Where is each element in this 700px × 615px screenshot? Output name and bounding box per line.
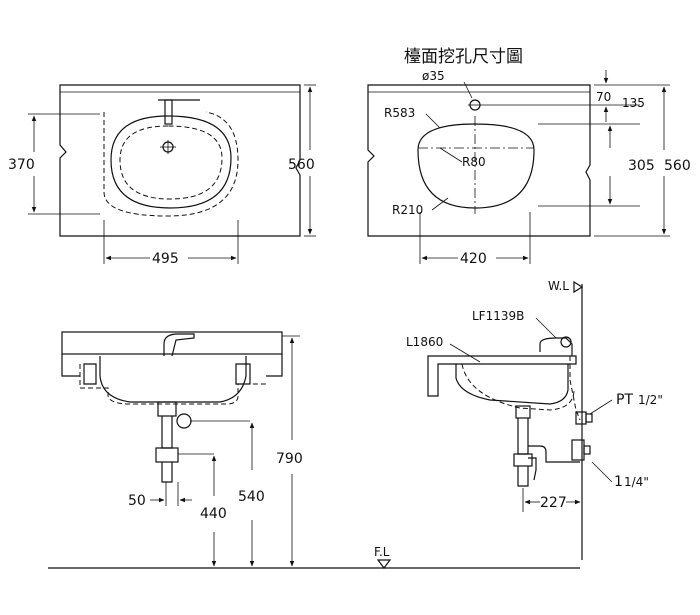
cutout-title: 檯面挖孔尺寸圖 (404, 47, 523, 67)
top-view: 370 560 495 (8, 84, 316, 267)
dim-227-label: 227 (540, 495, 567, 511)
countertop-outline (59, 84, 301, 237)
basin-outer-dashed (103, 111, 239, 217)
drain-body (157, 401, 177, 417)
dim-135-label: 135 (622, 96, 645, 110)
floor-label: F.L (374, 545, 390, 559)
side-countertop (427, 355, 577, 397)
dim-70-label: 70 (596, 90, 611, 104)
countertop-slab (61, 331, 283, 355)
basin-model-label: L1860 (406, 335, 443, 349)
dim-560-cutout-label: 560 (664, 158, 691, 174)
basin-bowl (110, 115, 232, 209)
hole-diameter-label: ø35 (422, 69, 445, 83)
dim-560-label: 560 (288, 157, 315, 173)
floor-marker-icon (376, 559, 392, 569)
dim-50-label: 50 (128, 493, 146, 509)
radius-80-label: R80 (462, 155, 486, 169)
dim-420-label: 420 (460, 251, 487, 267)
dim-495-label: 495 (152, 251, 179, 267)
dim-305-label: 305 (628, 158, 655, 174)
dim-540-label: 540 (238, 489, 265, 505)
countertop-cutout-outline (367, 84, 591, 237)
faucet-icon (164, 99, 173, 125)
radius-583-label: R583 (384, 106, 415, 120)
dim-370-label: 370 (8, 157, 35, 173)
wall-marker-icon (573, 280, 584, 294)
dim-790-label: 790 (276, 451, 303, 467)
front-faucet-icon (163, 333, 195, 357)
side-view: W.L LF1139B L1860 PT 1/2" 1 1/4" (406, 279, 663, 560)
pt-label: PT (616, 392, 633, 408)
dim-440-label: 440 (200, 506, 227, 522)
pipe-whole-label: 1 (614, 474, 623, 490)
front-view: 540 440 790 50 F.L (48, 331, 580, 569)
pipe-fraction-label: 1/4" (624, 475, 649, 489)
cutout-view: 檯面挖孔尺寸圖 ø35 R583 R80 R210 70 135 305 5 (367, 47, 691, 267)
wall-label: W.L (548, 279, 569, 293)
faucet-model-label: LF1139B (472, 309, 524, 323)
pt-fraction-label: 1/2" (638, 393, 663, 407)
radius-210-label: R210 (392, 203, 423, 217)
